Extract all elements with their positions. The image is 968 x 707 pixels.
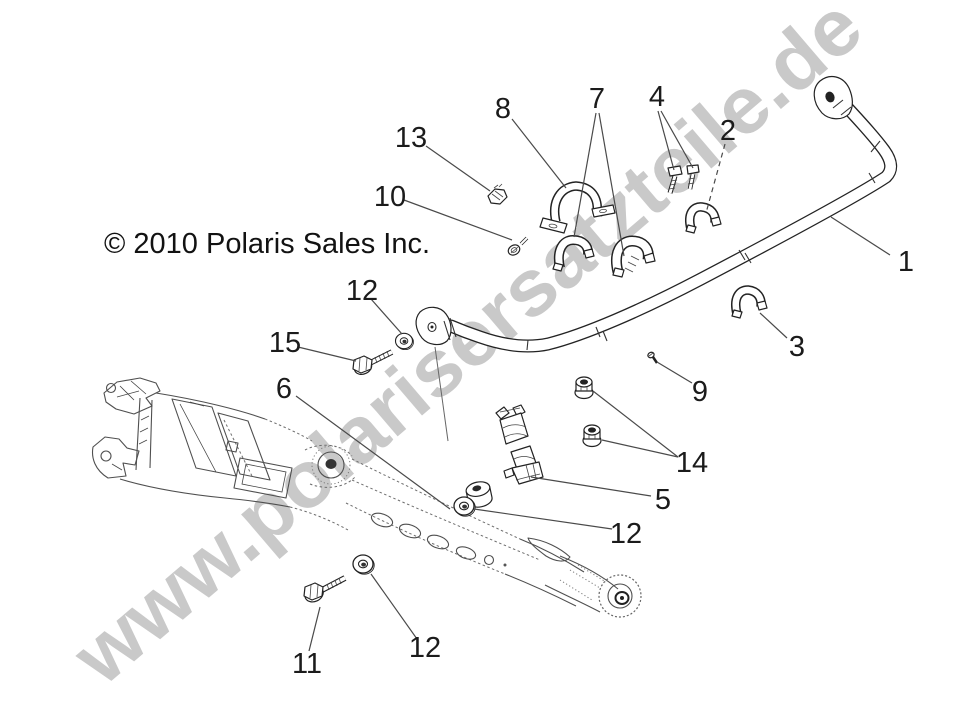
callout-2-label: 2 (720, 115, 736, 147)
callout-12-label: 12 (610, 518, 642, 550)
stabilizer-link-drawing (495, 404, 544, 485)
callout-14-label: 14 (676, 447, 708, 479)
washer-upper-drawing (394, 332, 415, 351)
callout-12-leader (370, 298, 403, 335)
clamp-screw-left-drawing (667, 165, 683, 194)
callout-14-leader (601, 439, 679, 458)
watermark-text: www.polarisersatzteile.de (55, 0, 878, 702)
hex-bolt-15-drawing (352, 349, 394, 375)
callout-7-leader (598, 112, 625, 257)
callout-12-label: 12 (346, 275, 378, 307)
callout-1-leader (830, 216, 891, 256)
callout-2-leader (705, 143, 726, 214)
callout-6-label: 6 (276, 373, 292, 405)
copyright-text: © 2010 Polaris Sales Inc. (104, 228, 430, 260)
callout-12-label: 12 (409, 632, 441, 664)
callout-4-leader (657, 110, 675, 171)
bushing-half-left-drawing (552, 234, 595, 272)
callout-8-leader (511, 118, 567, 189)
screw-9-drawing (647, 351, 659, 364)
callout-15-label: 15 (269, 327, 301, 359)
callout-10-label: 10 (374, 181, 406, 213)
callout-15-leader (297, 346, 357, 362)
screw-10-drawing (507, 236, 529, 256)
callout-13-leader (425, 145, 491, 192)
flange-nut-upper-drawing (574, 376, 594, 400)
callout-3-leader (759, 312, 788, 339)
flange-nut-lower-drawing (582, 424, 602, 448)
washer-center-drawing (453, 496, 476, 517)
callout-6-leader (295, 395, 451, 510)
assembly-line (434, 346, 449, 442)
callout-5-label: 5 (655, 484, 671, 516)
clamp-screw-right-drawing (686, 164, 700, 190)
callout-7-leader (573, 112, 597, 238)
bushing-half-right-drawing (611, 235, 656, 278)
bushing-half-2-drawing (685, 202, 722, 234)
bar-clamp-drawing (539, 181, 616, 234)
callout-4-leader (660, 110, 694, 169)
callout-7-label: 7 (589, 83, 605, 115)
callout-13-label: 13 (395, 122, 427, 154)
washer-lower-drawing (352, 554, 375, 575)
hex-bolt-11-drawing (303, 575, 347, 603)
clip-drawing (487, 183, 508, 205)
callout-14-leader (592, 390, 679, 458)
callout-10-leader (403, 199, 513, 241)
callout-11-label: 11 (292, 648, 322, 680)
callout-8-label: 8 (495, 93, 511, 125)
callout-1-label: 1 (898, 246, 914, 278)
callout-9-label: 9 (692, 376, 708, 408)
callout-9-leader (656, 361, 693, 384)
callout-3-label: 3 (789, 331, 805, 363)
callout-11-leader (308, 606, 321, 652)
stabilizer-bar-drawing (415, 75, 898, 353)
bushing-half-3-drawing (731, 285, 768, 319)
callout-5-leader (530, 476, 652, 497)
trailing-arm-drawing (91, 377, 642, 618)
callout-4-label: 4 (649, 81, 665, 113)
callout-12-leader (473, 508, 613, 530)
callout-12-leader (370, 573, 418, 640)
